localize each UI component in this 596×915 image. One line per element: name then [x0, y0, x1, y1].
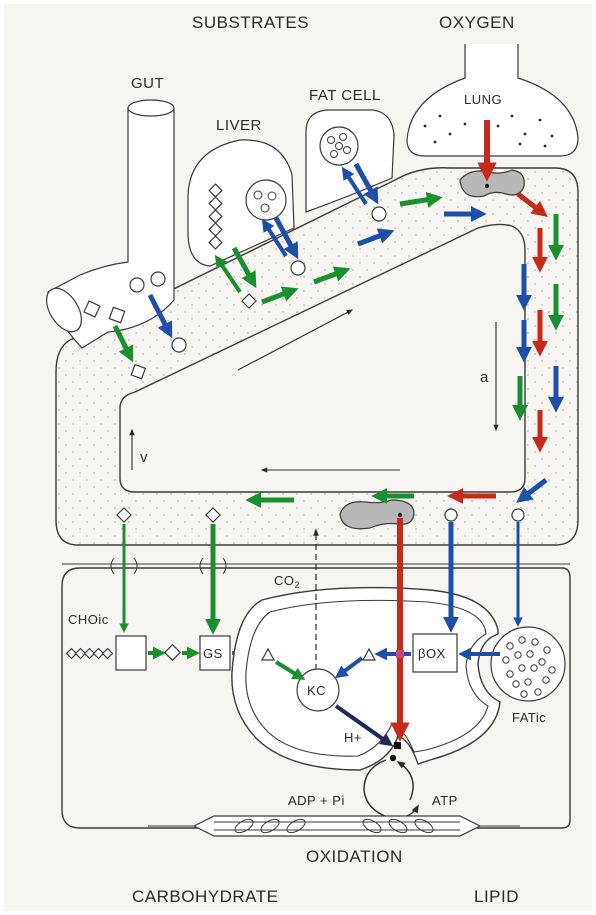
- arrow-liver-glucose-in: [214, 254, 242, 294]
- label-gs: GS: [203, 646, 223, 661]
- label-fat-ic: FATic: [512, 710, 546, 725]
- label-lung: LUNG: [464, 92, 502, 107]
- gs-box: [199, 635, 231, 671]
- arrow-vessel-green-2: [313, 266, 351, 285]
- myofilament: [148, 815, 520, 837]
- fat-circle-vessel-1: [444, 508, 458, 522]
- label-carbohydrate: CARBOHYDRATE: [132, 887, 278, 906]
- transporter-2: [199, 557, 227, 575]
- arrow-vessel-blue-1: [357, 228, 395, 247]
- fat-circle-liver: [290, 260, 306, 276]
- arrow-vessel-green-1: [261, 286, 299, 305]
- cho-ic-box: [115, 635, 147, 671]
- arrow-vessel-green-3: [399, 191, 443, 208]
- lung-alveoli-dots: [423, 114, 554, 148]
- hemoglobin-bottom: [339, 499, 415, 530]
- arrow-fatcell-out: [353, 162, 379, 205]
- arrow-oxygen-exit: [516, 192, 548, 217]
- junction-square: [394, 742, 401, 749]
- arrow-kc-to-h: [334, 704, 394, 747]
- arrow-bottom-blue-diag: [516, 478, 548, 503]
- atp-cycle-return: [396, 761, 414, 801]
- arrow-liver-fat-in: [261, 218, 288, 258]
- label-co2: CO2: [274, 573, 300, 590]
- arrow-liver-glucose-out: [231, 246, 257, 289]
- hemoglobin-bottom-dot: [397, 512, 403, 518]
- label-a: a: [480, 369, 489, 386]
- label-atp: ATP: [432, 793, 458, 808]
- fat-ic-droplet: [490, 626, 566, 702]
- triangle-left: [260, 647, 276, 661]
- mitochondrion-outer: [231, 586, 501, 771]
- label-beta-ox: βOX: [418, 646, 446, 661]
- label-oxidation: OXIDATION: [306, 847, 403, 866]
- glycogen-diamonds: [208, 183, 223, 250]
- arrow-triangle-right-to-kc: [334, 656, 364, 679]
- label-v: v: [140, 449, 148, 466]
- glucose-diamond-cell: [163, 643, 182, 662]
- lung: [406, 44, 579, 157]
- hemoglobin-top: [459, 169, 525, 198]
- label-kc: KC: [307, 683, 326, 698]
- triangle-right: [361, 647, 377, 661]
- label-substrates: SUBSTRATES: [192, 13, 309, 32]
- transporter-1: [110, 557, 138, 575]
- label-fat-cell: FAT CELL: [309, 87, 381, 104]
- co2-subscript: 2: [295, 580, 301, 590]
- glucose-diamond-vessel-1: [116, 507, 132, 523]
- glucose-diamond-vessel-2: [205, 507, 221, 523]
- arrow-liver-fat-out: [273, 216, 299, 260]
- arrow-gut-fat: [147, 293, 173, 339]
- mitochondrion-inner: [245, 599, 489, 757]
- label-gut: GUT: [131, 75, 164, 92]
- junction-dot: [389, 754, 397, 762]
- magenta-junction: [396, 650, 404, 658]
- label-h-plus: H+: [344, 730, 362, 745]
- glucose-diamond-liver: [241, 293, 257, 309]
- label-lipid: LIPID: [474, 887, 519, 906]
- kc-circle: [296, 668, 340, 712]
- gut: [46, 99, 175, 349]
- arrow-fatcell-in: [341, 166, 368, 206]
- cho-ic-chain: [65, 647, 114, 660]
- hemoglobin-top-dot: [484, 183, 490, 189]
- muscle-cell: [61, 567, 571, 829]
- label-oxygen: OXYGEN: [439, 13, 515, 32]
- box-beta-ox: [412, 633, 458, 673]
- arrow-gut-glucose: [112, 324, 134, 363]
- flow-arrow-up-vessel: [237, 309, 354, 371]
- fat-circle-vessel-2: [511, 508, 525, 522]
- fat-cell: [305, 109, 395, 213]
- label-adp-pi: ADP + Pi: [288, 793, 345, 808]
- glucose-square-gut: [130, 363, 147, 380]
- liver: [187, 139, 295, 267]
- fat-circle-gut: [171, 337, 187, 353]
- co2-main: CO: [274, 573, 295, 588]
- arrow-triangle-to-kc: [274, 660, 306, 681]
- fat-circle-fatcell: [371, 206, 387, 222]
- label-cho-ic: CHOic: [68, 612, 109, 627]
- label-liver: LIVER: [216, 117, 262, 134]
